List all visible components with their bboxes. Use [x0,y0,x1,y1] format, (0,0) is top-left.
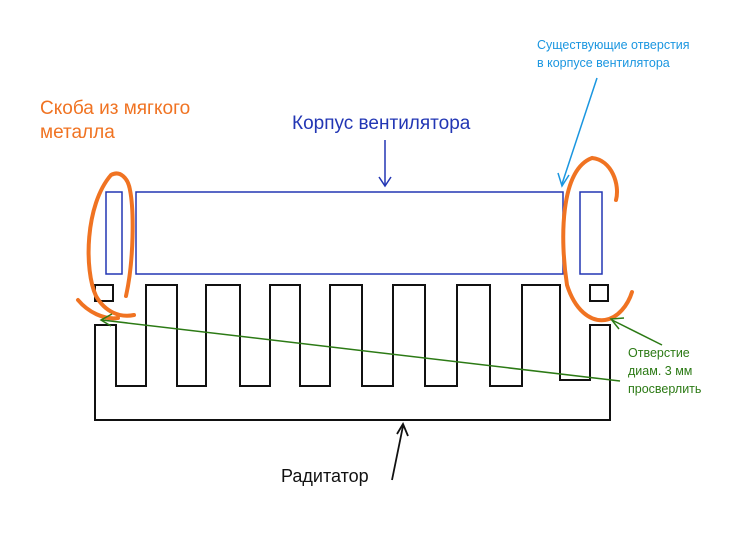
drill-long-line [101,319,621,382]
fan-housing-label: Корпус вентилятора [292,113,471,134]
clamp-label: Скоба из мягкого металла [40,98,191,143]
drill-long-head [99,313,113,327]
fan-housing-right-ear [579,191,603,275]
existing-holes-label: Существующие отверстия в корпусе вентиля… [537,38,690,70]
holes-arrow-line [561,77,598,185]
radiator-outline [94,284,611,421]
holes-arrow-head [557,172,570,188]
radiator-arrow-head [396,422,409,437]
fan-housing-left-ear [105,191,123,275]
radiator-right-pad [589,284,609,302]
left-clamp [76,171,136,321]
fan-housing-body [135,191,564,275]
radiator-label: Радитатор [281,466,369,486]
drill-short-head [609,317,625,330]
drill-hole-label: Отверстие диам. 3 мм просверлить [628,346,702,396]
right-clamp [561,156,634,323]
fan-arrow-head [378,176,392,188]
drill-short-line [611,319,663,346]
radiator-arrow-line [391,425,404,481]
